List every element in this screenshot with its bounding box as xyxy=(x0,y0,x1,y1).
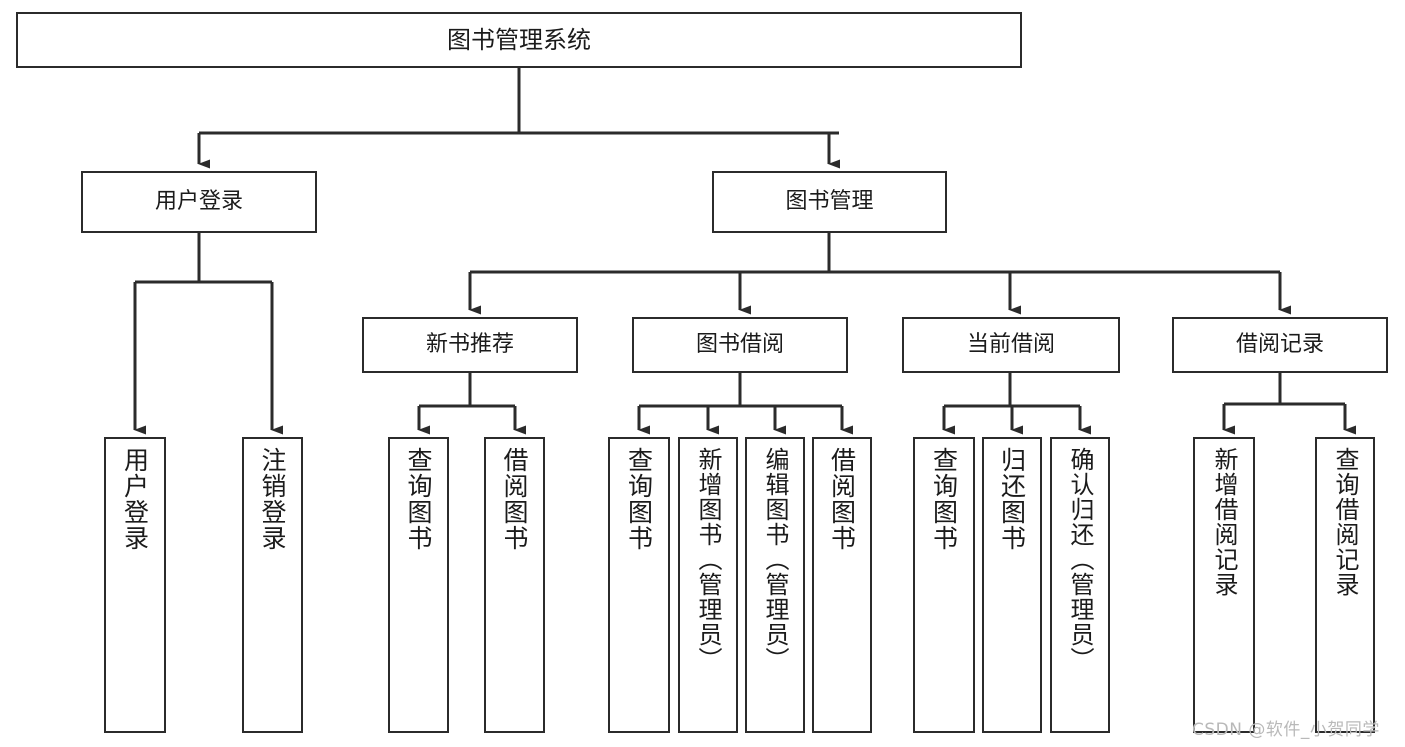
node-user-logout-label: 注销登录 xyxy=(258,447,287,551)
node-current-borrow-label: 当前借阅 xyxy=(966,332,1055,358)
node-confirm-return-admin-label: 确认归还（管理员） xyxy=(1066,447,1094,672)
node-return-book[interactable]: 归还图书 xyxy=(982,437,1042,733)
node-user-login-do-label: 用户登录 xyxy=(120,447,150,551)
node-add-borrow-record[interactable]: 新增借阅记录 xyxy=(1193,437,1255,733)
node-root-label: 图书管理系统 xyxy=(447,25,591,54)
node-add-borrow-record-label: 新增借阅记录 xyxy=(1210,447,1238,597)
node-edit-book-admin[interactable]: 编辑图书（管理员） xyxy=(745,437,805,733)
node-return-book-label: 归还图书 xyxy=(997,447,1027,551)
node-borrow-book-rec-label: 借阅图书 xyxy=(500,447,529,551)
node-book-borrow-label: 图书借阅 xyxy=(695,332,784,358)
node-edit-book-admin-label: 编辑图书（管理员） xyxy=(761,447,789,672)
node-book-borrow[interactable]: 图书借阅 xyxy=(632,317,848,373)
node-confirm-return-admin[interactable]: 确认归还（管理员） xyxy=(1050,437,1110,733)
node-current-borrow[interactable]: 当前借阅 xyxy=(902,317,1120,373)
node-borrow-record-label: 借阅记录 xyxy=(1235,332,1324,358)
node-borrow-book-rec[interactable]: 借阅图书 xyxy=(484,437,545,733)
node-root[interactable]: 图书管理系统 xyxy=(16,12,1022,68)
node-query-book-current[interactable]: 查询图书 xyxy=(913,437,975,733)
node-query-book-borrow[interactable]: 查询图书 xyxy=(608,437,670,733)
node-user-login[interactable]: 用户登录 xyxy=(81,171,317,233)
node-borrow-book[interactable]: 借阅图书 xyxy=(812,437,872,733)
node-query-borrow-record[interactable]: 查询借阅记录 xyxy=(1315,437,1375,733)
node-borrow-record[interactable]: 借阅记录 xyxy=(1172,317,1388,373)
node-add-book-admin-label: 新增图书（管理员） xyxy=(694,447,722,672)
node-query-book-borrow-label: 查询图书 xyxy=(624,447,654,551)
node-new-book-recommend-label: 新书推荐 xyxy=(425,332,514,358)
node-borrow-book-label: 借阅图书 xyxy=(827,447,857,551)
node-query-borrow-record-label: 查询借阅记录 xyxy=(1331,447,1359,597)
csdn-watermark: CSDN @软件_小贺同学 xyxy=(1192,720,1380,740)
node-query-book-current-label: 查询图书 xyxy=(929,447,959,551)
node-query-book-rec[interactable]: 查询图书 xyxy=(388,437,449,733)
node-user-login-do[interactable]: 用户登录 xyxy=(104,437,166,733)
node-query-book-rec-label: 查询图书 xyxy=(404,447,433,551)
node-book-manage[interactable]: 图书管理 xyxy=(712,171,947,233)
node-add-book-admin[interactable]: 新增图书（管理员） xyxy=(678,437,738,733)
node-user-logout[interactable]: 注销登录 xyxy=(242,437,303,733)
node-new-book-recommend[interactable]: 新书推荐 xyxy=(362,317,578,373)
node-book-manage-label: 图书管理 xyxy=(785,189,874,215)
node-user-login-label: 用户登录 xyxy=(154,189,243,215)
